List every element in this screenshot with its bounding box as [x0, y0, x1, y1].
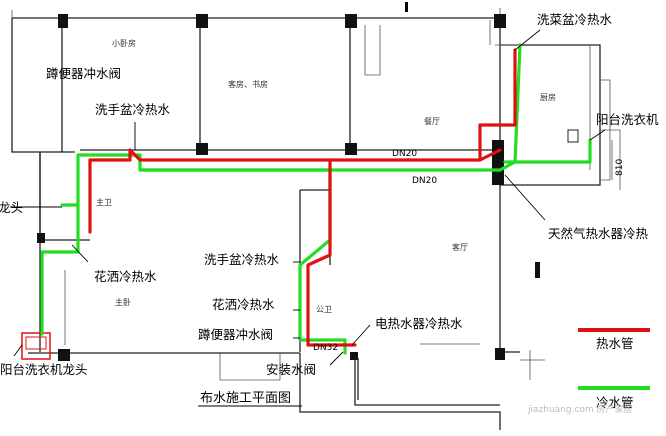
room-common-bath: 公卫 — [316, 305, 332, 314]
dimension-810: 810 — [615, 159, 625, 176]
label-balcony-washer-right: 阳台洗衣机 — [596, 112, 659, 127]
pipe-size-dn32: DN32 — [313, 343, 338, 353]
page-title: 布水施工平面图 — [200, 391, 291, 406]
pipe-size-dn20-a: DN20 — [392, 149, 417, 159]
room-master-bedroom: 主卧 — [115, 297, 131, 307]
label-shower-hot-cold-left: 花洒冷热水 — [94, 269, 157, 284]
room-restaurant: 餐厅 — [424, 117, 440, 126]
label-electric-heater-hot-cold: 电热水器冷热水 — [375, 316, 463, 331]
label-basin-hot-cold-left: 洗手盆冷热水 — [95, 102, 171, 117]
room-kitchen: 厨房 — [540, 92, 556, 102]
watermark: jiazhuang.com 房产家居 — [527, 403, 633, 415]
label-balcony-washer-faucet: 阳台洗衣机龙头 — [0, 362, 88, 377]
pipe-size-dn20-b: DN20 — [412, 176, 437, 186]
columns — [37, 14, 540, 361]
fixtures — [21, 2, 579, 360]
room-guest-study: 客房、书房 — [228, 79, 268, 89]
label-faucet-left: 龙头 — [0, 200, 23, 215]
label-gas-heater-hot-cold: 天然气热水器冷热 — [548, 226, 649, 241]
label-install-valve: 安装水阀 — [266, 362, 316, 377]
legend-hot-label: 热水管 — [596, 336, 634, 351]
label-shower-hot-cold-mid: 花洒冷热水 — [212, 297, 275, 312]
legend-cold-label: 冷水管 — [596, 395, 634, 410]
room-living: 客厅 — [452, 242, 468, 252]
label-toilet-flush-valve-mid: 蹲便器冲水阀 — [198, 327, 273, 342]
label-sink-hot-cold: 洗菜盆冷热水 — [537, 12, 613, 27]
room-small-bedroom: 小卧房 — [112, 38, 136, 48]
leader-lines — [10, 29, 606, 366]
room-master-bath: 主卫 — [96, 197, 112, 207]
cold-water-pipes — [40, 43, 592, 355]
hot-water-pipes — [88, 48, 517, 347]
label-toilet-flush-valve-top: 蹲便器冲水阀 — [46, 66, 121, 81]
label-basin-hot-cold-mid: 洗手盆冷热水 — [204, 252, 280, 267]
